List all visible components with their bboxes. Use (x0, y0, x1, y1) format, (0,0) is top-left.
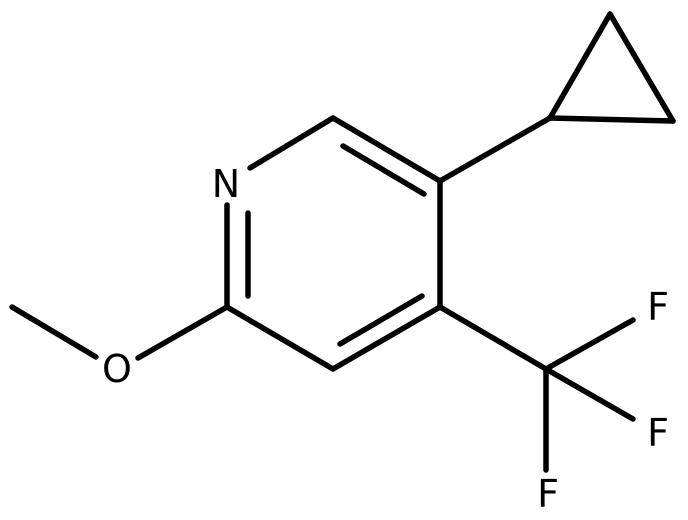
cyclopropyl-group (437, 11, 676, 184)
bond-c4-cf3 (437, 304, 549, 372)
bond-c3-c2 (224, 304, 336, 372)
atom-label-nitrogen: N (212, 162, 240, 206)
bond-c5-cyclopropyl (437, 115, 553, 184)
bond-o-ch3 (9, 304, 99, 360)
bond-c6-c5-inner (340, 143, 427, 197)
atom-label-fluorine-2: F (647, 411, 669, 455)
bond-c4-c3 (330, 304, 443, 372)
cyclopropyl-bond-3 (547, 115, 676, 124)
atom-label-fluorine-3: F (537, 472, 559, 516)
bond-c6-c5 (330, 115, 443, 184)
bond-c4-c3-inner (337, 293, 425, 347)
cyclopropyl-bond-2 (607, 11, 676, 124)
bond-c-f2 (543, 366, 636, 422)
methoxy-group (9, 304, 230, 361)
atom-label-oxygen: O (102, 347, 132, 391)
atom-label-fluorine-1: F (647, 285, 669, 329)
bond-n1-c6 (247, 115, 336, 171)
pyridine-ring (224, 115, 443, 372)
bond-c2-o (135, 304, 230, 361)
cyclopropyl-bond-1 (547, 11, 613, 121)
trifluoromethyl-group (437, 304, 636, 473)
bond-c-f1 (543, 317, 636, 372)
